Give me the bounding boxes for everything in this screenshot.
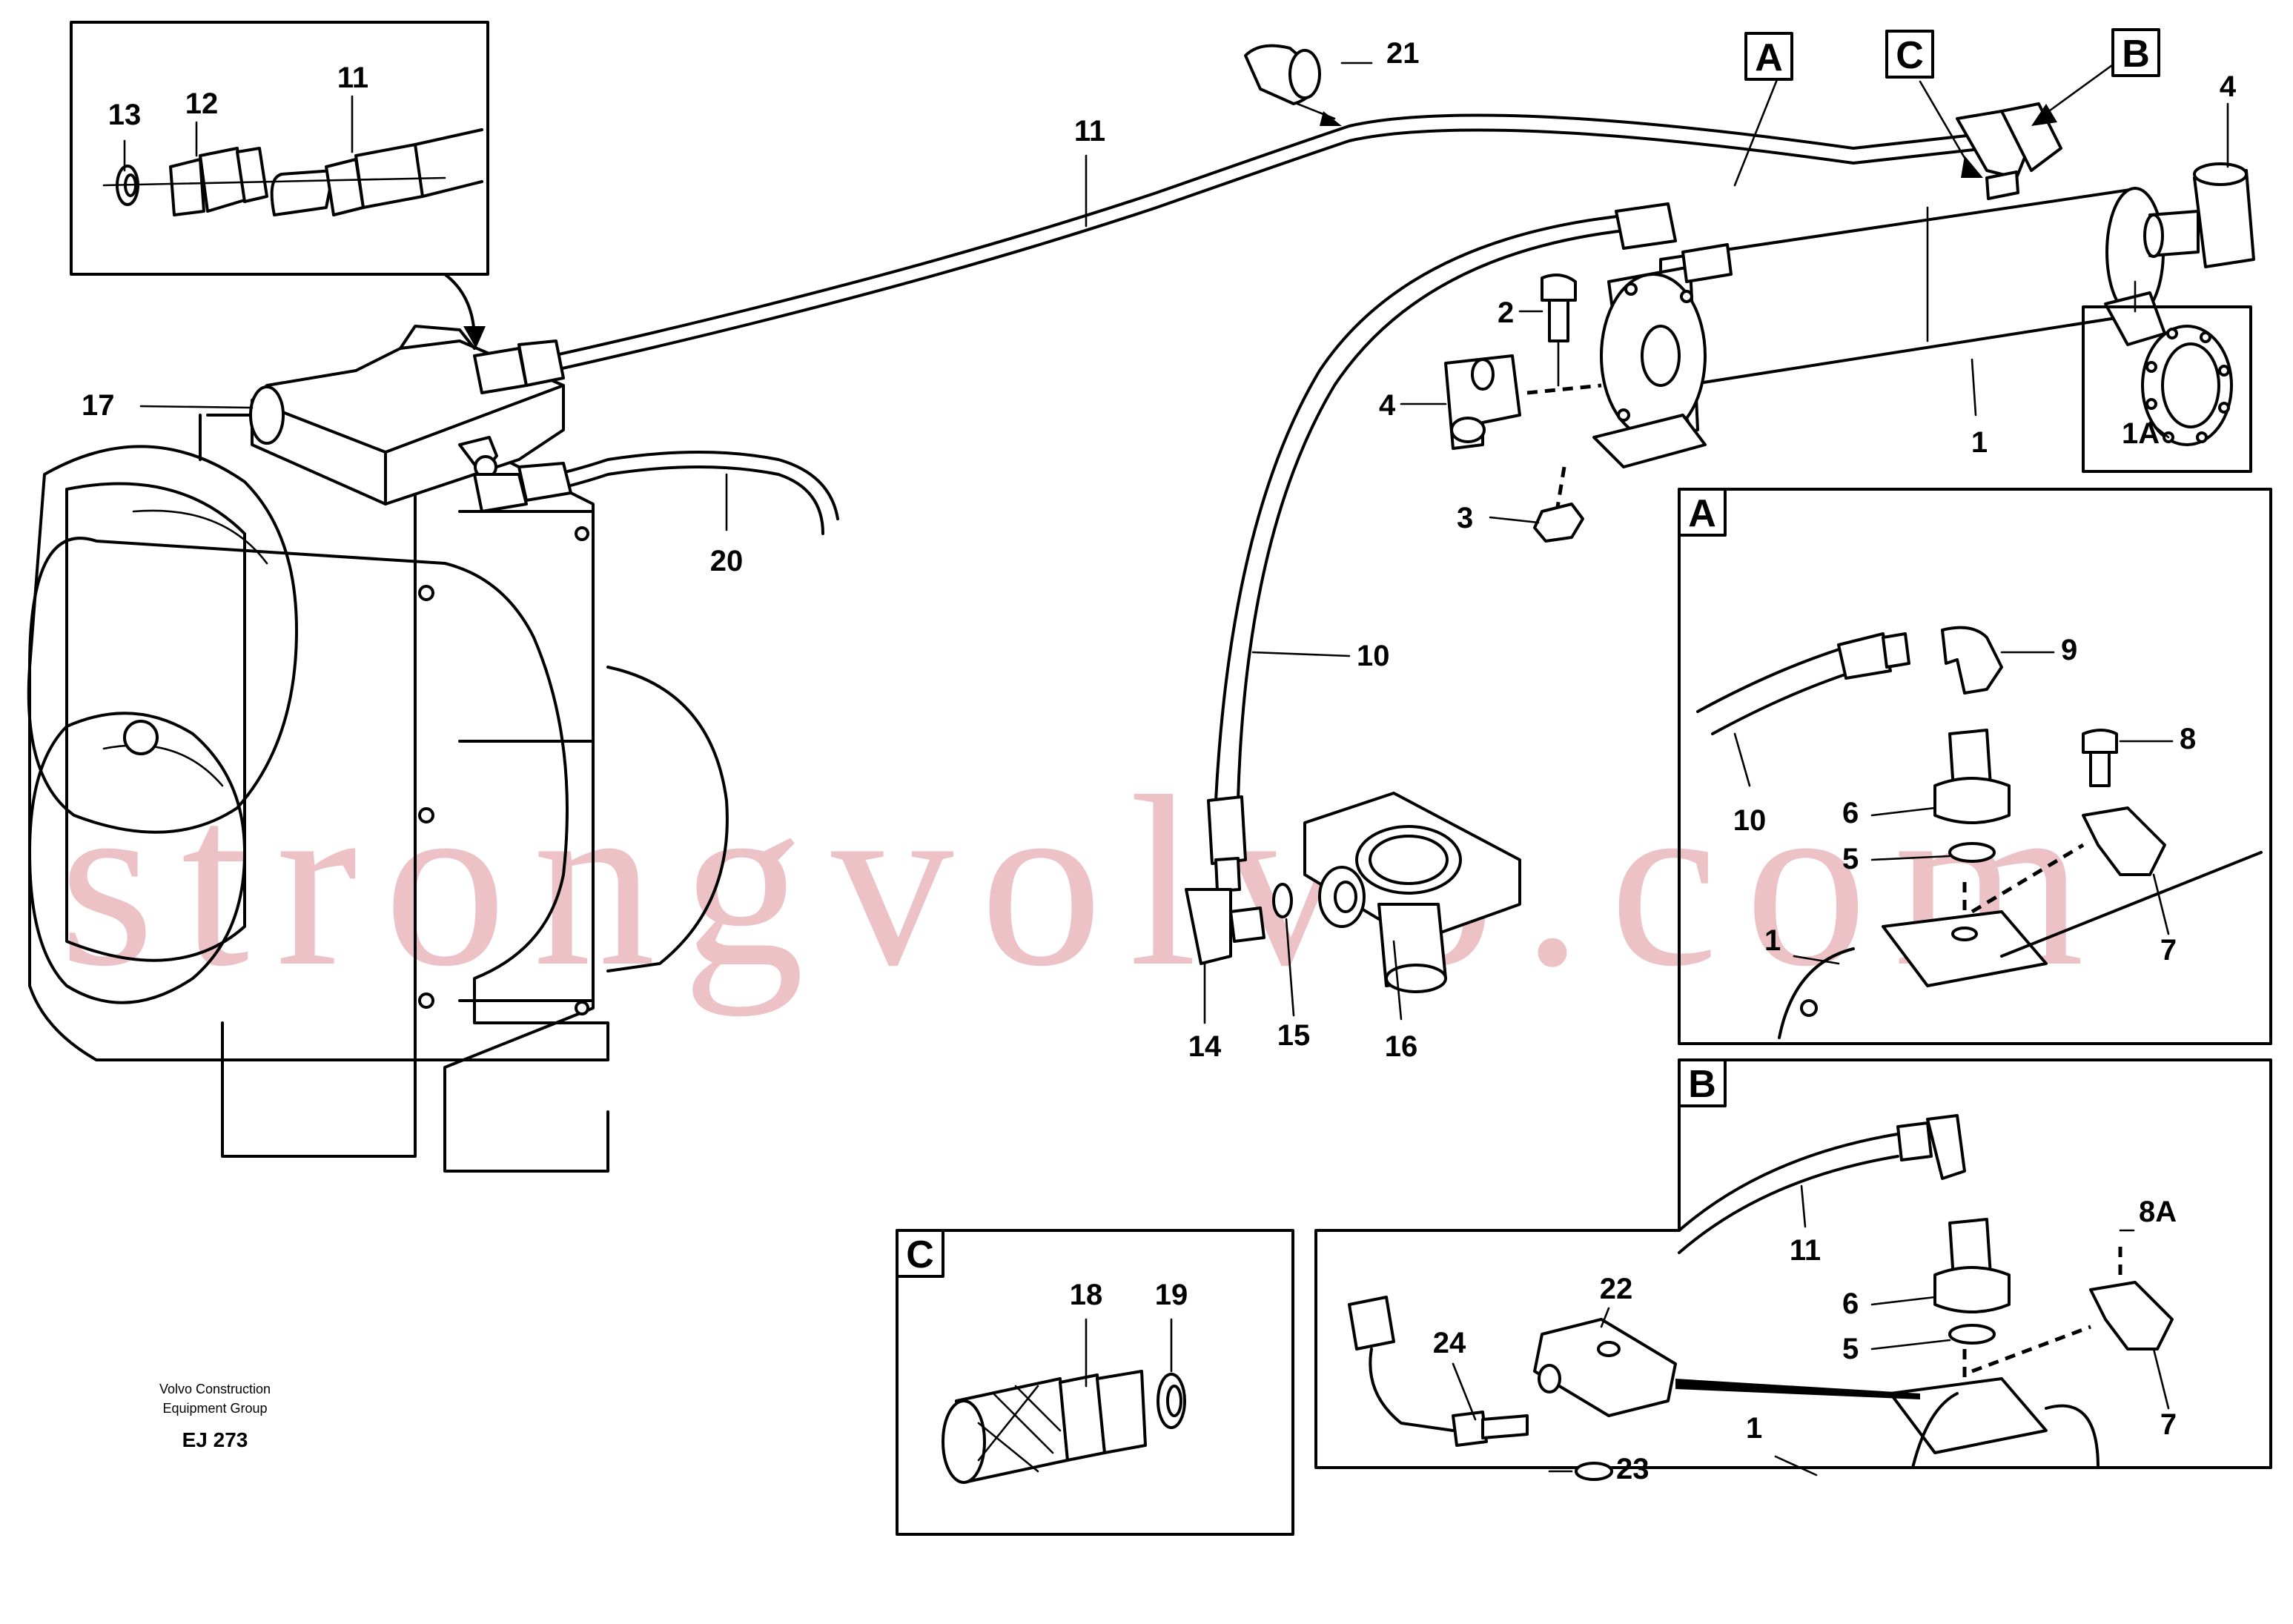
- callout-3: 3: [1457, 502, 1473, 534]
- callout-B-7: 7: [2160, 1408, 2177, 1441]
- callout-A-8: 8: [2180, 723, 2196, 755]
- callout-1A: 1A: [2122, 417, 2160, 450]
- detail-box-A: [1678, 488, 2272, 1045]
- marker-box-detail-C: [896, 1229, 944, 1278]
- item-4-tee: [2143, 162, 2255, 268]
- hose-20: [473, 451, 839, 535]
- callout-C-18: 18: [1070, 1279, 1103, 1311]
- marker-detail-A: A: [1688, 492, 1716, 535]
- callout-4-tee: 4: [2220, 70, 2237, 103]
- callout-21: 21: [1386, 37, 1420, 70]
- dash-4: [1526, 383, 1602, 395]
- leader-A-top: [1733, 73, 1781, 187]
- marker-top-A: A: [1755, 36, 1783, 79]
- dash-3: [1555, 466, 1566, 512]
- callout-labels: 13 12 11 11 21 4 2 4 3 1 1A 17 20 10 14 …: [82, 37, 2237, 1485]
- callout-11-detail: 11: [337, 62, 368, 94]
- detail-box-fittings: [70, 21, 489, 276]
- marker-box-detail-B: [1678, 1058, 1727, 1107]
- item-4-elbow: [1444, 354, 1521, 450]
- callout-11: 11: [1074, 115, 1105, 148]
- leader-C-top: [1919, 80, 1973, 172]
- callout-B-1: 1: [1746, 1412, 1762, 1445]
- marker-top-C: C: [1896, 34, 1924, 77]
- item-14-elbow: [1185, 888, 1265, 965]
- callout-12: 12: [185, 87, 219, 120]
- footer: Volvo Construction Equipment Group EJ 27…: [159, 1382, 271, 1451]
- marker-detail-B: B: [1688, 1063, 1716, 1106]
- leader-lines: [123, 62, 2229, 1476]
- item-2-bolt: [1541, 274, 1577, 387]
- leader-B-top: [2037, 58, 2122, 120]
- hose-10: [1207, 202, 1677, 892]
- callout-16: 16: [1385, 1030, 1418, 1063]
- item-21-clip: [1244, 44, 1342, 126]
- callout-17: 17: [82, 389, 115, 422]
- callout-15: 15: [1277, 1019, 1311, 1052]
- callout-A-6: 6: [1842, 797, 1859, 829]
- marker-box-detail-A: [1678, 488, 1727, 537]
- callout-B-8A: 8A: [2139, 1196, 2177, 1228]
- callout-20: 20: [710, 545, 744, 577]
- callout-2: 2: [1498, 296, 1514, 329]
- item-15-washer: [1272, 883, 1293, 918]
- section-markers: A C B A B C: [896, 28, 2160, 1278]
- detail-box-B: [1314, 1058, 2272, 1481]
- callout-14: 14: [1188, 1030, 1222, 1063]
- callout-B-24: 24: [1433, 1327, 1466, 1359]
- footer-line-2: Equipment Group: [162, 1401, 267, 1416]
- item-16-valve: [1303, 792, 1521, 993]
- footer-line-1: Volvo Construction: [159, 1382, 271, 1396]
- marker-box-top-B: [2111, 28, 2160, 77]
- marker-detail-C: C: [906, 1233, 934, 1276]
- callout-C-19: 19: [1155, 1279, 1188, 1311]
- item-3-nut: [1533, 503, 1584, 543]
- dash-22: [1675, 1379, 1920, 1399]
- detail-box-C: [896, 1229, 1294, 1536]
- arrow-head-box: [463, 326, 486, 348]
- callout-B-22: 22: [1600, 1273, 1633, 1305]
- callout-B-6: 6: [1842, 1287, 1859, 1320]
- transmission-housing: [27, 325, 729, 1173]
- detail-flange-1A: [2082, 305, 2252, 473]
- callout-4-elbow: 4: [1379, 389, 1396, 422]
- callout-10: 10: [1357, 640, 1390, 672]
- marker-top-B: B: [2122, 33, 2150, 76]
- callout-A-1: 1: [1764, 924, 1781, 957]
- callout-A-7: 7: [2160, 934, 2177, 967]
- marker-box-top-C: [1885, 30, 1934, 79]
- callout-B-11: 11: [1790, 1234, 1821, 1267]
- footer-code: EJ 273: [182, 1428, 248, 1451]
- marker-box-top-A: [1744, 32, 1793, 81]
- callout-1: 1: [1971, 426, 1988, 459]
- callout-A-9: 9: [2061, 634, 2077, 666]
- callout-13: 13: [108, 99, 142, 131]
- callout-B-23: 23: [1616, 1453, 1650, 1485]
- watermark: strongvolvo.com: [59, 746, 2111, 1017]
- callout-A-10: 10: [1733, 804, 1767, 837]
- callout-B-5: 5: [1842, 1333, 1859, 1365]
- callout-A-5: 5: [1842, 843, 1859, 875]
- oil-cooler: [1592, 170, 2166, 468]
